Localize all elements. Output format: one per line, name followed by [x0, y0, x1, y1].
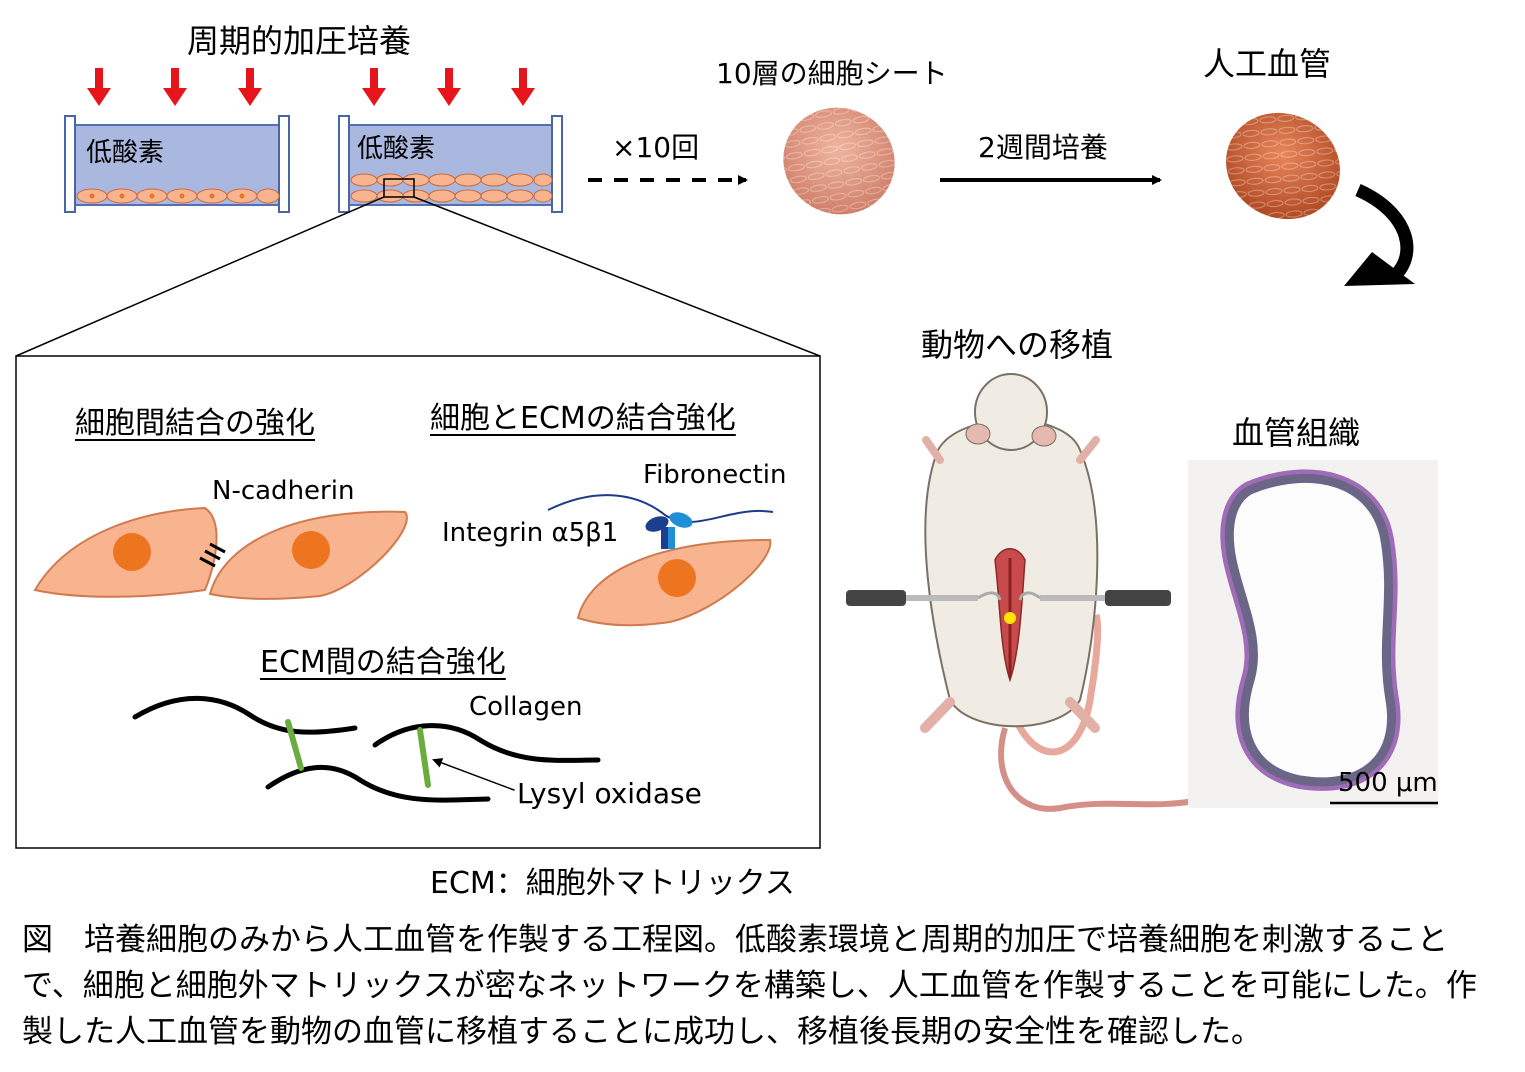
- artificial-vessel-label: 人工血管: [1203, 45, 1332, 83]
- pressure-arrow-icon: [511, 68, 535, 106]
- ecm-ecm-heading: ECM間の結合強化: [260, 645, 506, 680]
- collagen-crosslink-illustration: [132, 695, 601, 803]
- culture-dish-1: [64, 115, 290, 213]
- integrin-label: Integrin α5β1: [442, 518, 619, 548]
- pressure-arrow-icon: [362, 68, 386, 106]
- cell-cell-heading: 細胞間結合の強化: [75, 406, 315, 441]
- n-cadherin-label: N-cadherin: [212, 476, 355, 506]
- culture-duration-label: 2週間培養: [978, 131, 1108, 164]
- hypoxia-label-dish-1: 低酸素: [86, 138, 165, 168]
- vessel-histology-image: [1188, 460, 1438, 808]
- fibronectin-label: Fibronectin: [643, 460, 787, 490]
- cadherin-junction-icon: [199, 542, 226, 568]
- culture-dish-2: [338, 115, 563, 213]
- mechanism-inset: [15, 355, 821, 849]
- ecm-footnote: ECM：細胞外マトリックス: [430, 866, 795, 901]
- vessel-tissue-label: 血管組織: [1232, 414, 1361, 452]
- pressure-culture-title: 周期的加圧培養: [187, 22, 412, 60]
- transplant-label: 動物への移植: [921, 326, 1114, 364]
- pressure-arrow-icon: [163, 68, 187, 106]
- integrin-icon: [645, 512, 693, 549]
- rat-transplant-illustration: [846, 373, 1201, 812]
- curved-arrow-icon: [1344, 184, 1415, 286]
- cell-sheet-label: 10層の細胞シート: [716, 57, 948, 90]
- pressure-arrow-icon: [87, 68, 111, 106]
- zoom-region: [383, 178, 415, 198]
- collagen-label: Collagen: [469, 692, 583, 722]
- artificial-vessel: [1226, 112, 1340, 220]
- cell-cell-junction-illustration: [33, 506, 408, 600]
- repeat-label: ×10回: [612, 131, 700, 164]
- hypoxia-label-dish-2: 低酸素: [357, 134, 436, 164]
- crosslink-2: [417, 727, 431, 788]
- cell-ecm-heading: 細胞とECMの結合強化: [430, 401, 736, 436]
- graft-site-icon: [1004, 612, 1016, 624]
- pressure-arrow-icon: [238, 68, 262, 106]
- pressure-arrows: [87, 68, 535, 106]
- cell-sheet: [783, 107, 895, 215]
- pressure-arrow-icon: [437, 68, 461, 106]
- cell-ecm-illustration: [547, 494, 774, 627]
- crosslink-1: [285, 719, 304, 771]
- scale-bar-label: 500 μm: [1338, 768, 1438, 798]
- figure-caption: 図 培養細胞のみから人工血管を作製する工程図。低酸素環境と周期的加圧で培養細胞を…: [22, 922, 1477, 1050]
- lysyl-oxidase-label: Lysyl oxidase: [517, 777, 702, 810]
